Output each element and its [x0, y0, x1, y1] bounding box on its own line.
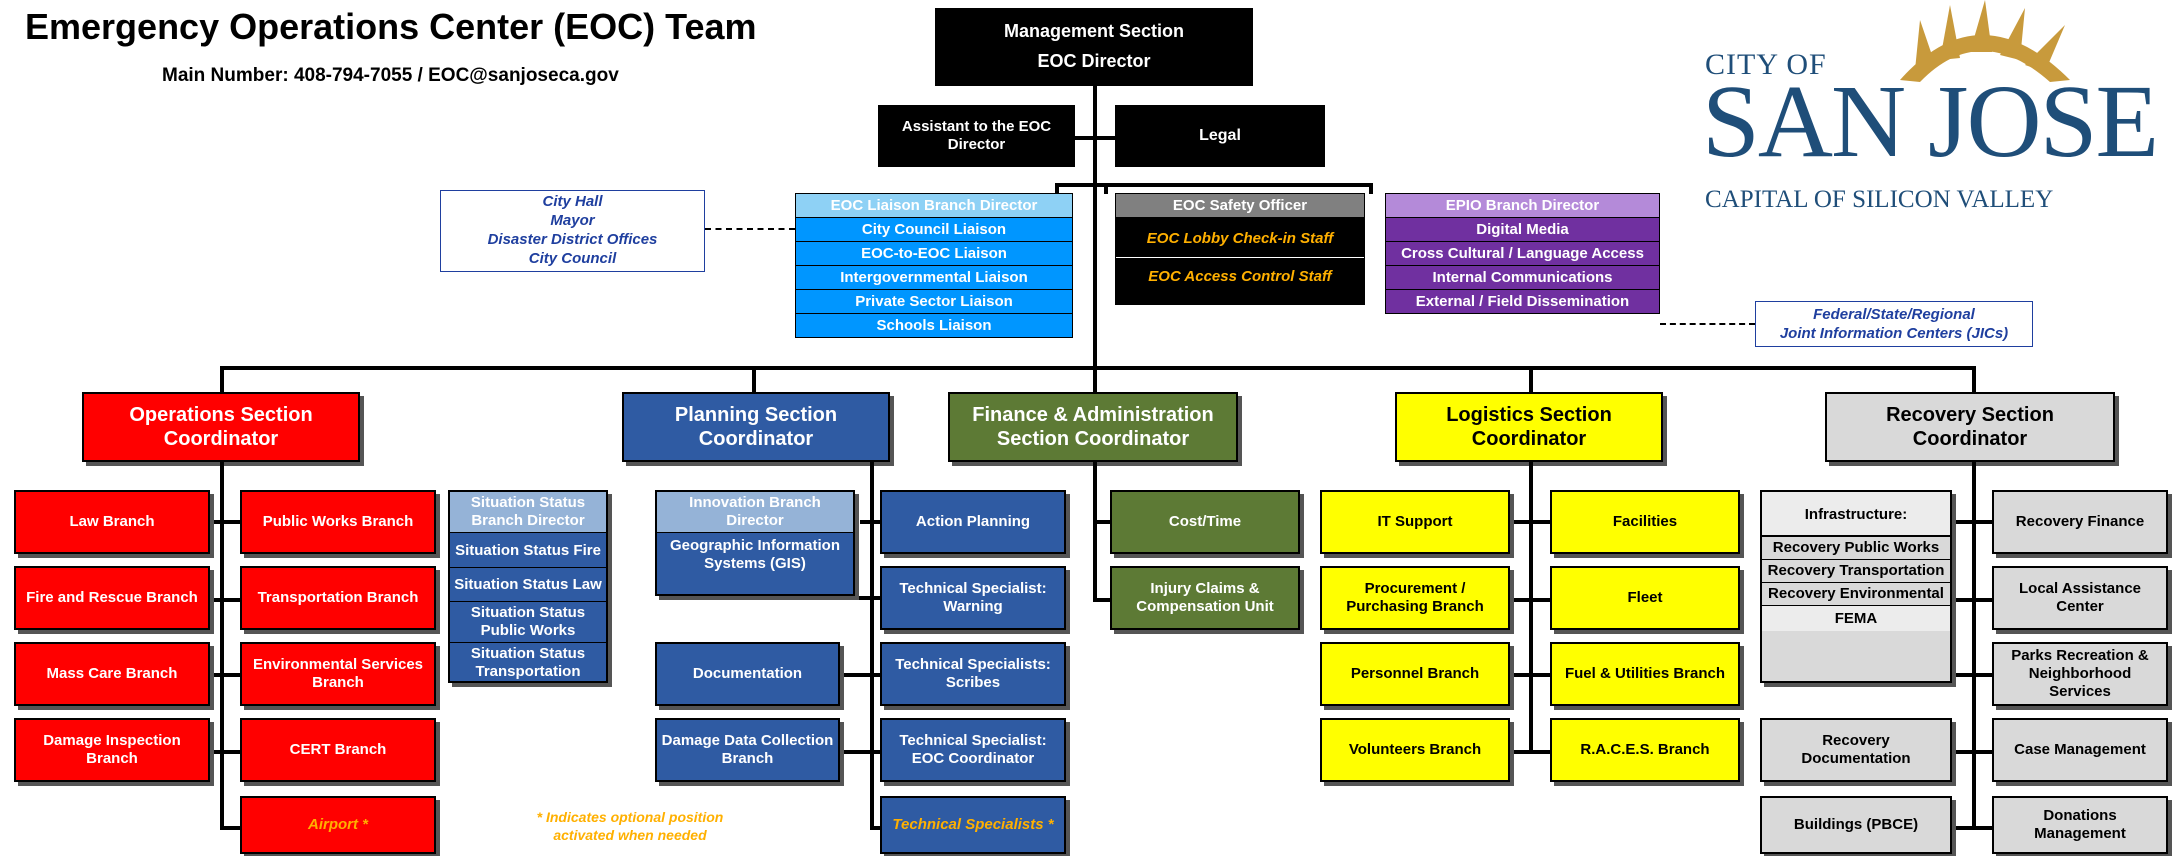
- logistics-left-box: Volunteers Branch: [1320, 718, 1510, 782]
- recovery-right-box: Parks Recreation & Neighborhood Services: [1992, 642, 2168, 706]
- ops-left-branch: Mass Care Branch: [14, 642, 210, 706]
- liaison-item: EOC-to-EOC Liaison: [796, 242, 1072, 266]
- liaison-item: Private Sector Liaison: [796, 290, 1072, 314]
- finance-unit: Cost/Time: [1110, 490, 1300, 554]
- infrastructure-item: Recovery Environmental: [1762, 583, 1950, 606]
- city-hall-line: City Hall: [542, 193, 603, 210]
- planning-right-box: Technical Specialist: EOC Coordinator: [880, 718, 1066, 782]
- infrastructure-item: FEMA: [1762, 606, 1950, 631]
- city-hall-line: Disaster District Offices: [487, 231, 658, 248]
- situation-item: Situation Status Public Works: [450, 602, 606, 643]
- main-number: Main Number: 408-794-7055 / EOC@sanjosec…: [162, 65, 619, 86]
- logo-san-jose: SAN JOSE: [1702, 64, 2159, 179]
- management-section-box: Management Section EOC Director: [935, 8, 1253, 86]
- innovation-item: Geographic Information Systems (GIS): [669, 537, 840, 572]
- finance-section-coordinator: Finance & Administration Section Coordin…: [948, 392, 1238, 462]
- safety-item: EOC Access Control Staff: [1148, 268, 1332, 285]
- jic-box: Federal/State/Regional Joint Information…: [1755, 301, 2033, 347]
- recovery-right-box: Local Assistance Center: [1992, 566, 2168, 630]
- eoc-director: EOC Director: [1037, 51, 1151, 71]
- situation-item: Situation Status Law: [450, 568, 606, 602]
- city-hall-line: City Council: [528, 250, 617, 267]
- liaison-item: City Council Liaison: [796, 218, 1072, 242]
- recovery-section-coordinator: Recovery Section Coordinator: [1825, 392, 2115, 462]
- recovery-right-box: Case Management: [1992, 718, 2168, 782]
- logistics-left-box: Procurement / Purchasing Branch: [1320, 566, 1510, 630]
- city-hall-line: Mayor: [550, 212, 595, 229]
- recovery-left-box: Recovery Documentation: [1760, 718, 1952, 782]
- logistics-right-box: Facilities: [1550, 490, 1740, 554]
- planning-right-box: Action Planning: [880, 490, 1066, 554]
- recovery-right-box: Donations Management: [1992, 796, 2168, 854]
- documentation-box: Documentation: [655, 642, 840, 706]
- logistics-section-coordinator: Logistics Section Coordinator: [1395, 392, 1663, 462]
- situation-item: Situation Status Transportation: [470, 645, 586, 680]
- situation-header: Situation Status Branch Director: [450, 492, 606, 533]
- planning-right-box: Technical Specialists: Scribes: [880, 642, 1066, 706]
- jic-line: Federal/State/Regional: [1813, 306, 1975, 323]
- technical-specialists-optional: Technical Specialists *: [880, 796, 1066, 854]
- infrastructure-item: Recovery Public Works: [1762, 537, 1950, 560]
- liaison-branch: EOC Liaison Branch Director City Council…: [795, 193, 1073, 338]
- logo-tagline: CAPITAL OF SILICON VALLEY: [1705, 186, 2054, 213]
- innovation-header: Innovation Branch Director: [657, 492, 853, 533]
- ops-left-branch: Law Branch: [14, 490, 210, 554]
- ops-right-branch: Transportation Branch: [240, 566, 436, 630]
- infrastructure-item: Recovery Transportation: [1762, 560, 1950, 583]
- logistics-right-box: R.A.C.E.S. Branch: [1550, 718, 1740, 782]
- ops-right-branch: Public Works Branch: [240, 490, 436, 554]
- jic-line: Joint Information Centers (JICs): [1779, 325, 2009, 342]
- logistics-left-box: Personnel Branch: [1320, 642, 1510, 706]
- city-logo: CITY OF SAN JOSE CAPITAL OF SILICON VALL…: [1690, 0, 2175, 230]
- optional-position-note: * Indicates optional position activated …: [536, 809, 724, 843]
- ops-left-branch: Damage Inspection Branch: [14, 718, 210, 782]
- ops-airport-branch: Airport *: [240, 796, 436, 854]
- ops-right-branch: Environmental Services Branch: [240, 642, 436, 706]
- damage-data-collection-box: Damage Data Collection Branch: [655, 718, 840, 782]
- liaison-item: Intergovernmental Liaison: [796, 266, 1072, 290]
- planning-section-coordinator: Planning Section Coordinator: [622, 392, 890, 462]
- liaison-header: EOC Liaison Branch Director: [796, 194, 1072, 218]
- infrastructure-header: Infrastructure:: [1762, 492, 1950, 537]
- legal-box: Legal: [1115, 105, 1325, 167]
- safety-item: EOC Lobby Check-in Staff: [1116, 218, 1364, 258]
- situation-status-branch: Situation Status Branch Director Situati…: [448, 490, 608, 683]
- management-title: Management Section: [1003, 21, 1185, 42]
- ops-right-branch: CERT Branch: [240, 718, 436, 782]
- recovery-right-box: Recovery Finance: [1992, 490, 2168, 554]
- recovery-left-box: Buildings (PBCE): [1760, 796, 1952, 854]
- page-title: Emergency Operations Center (EOC) Team: [25, 6, 757, 47]
- innovation-branch: Innovation Branch Director Geographic In…: [655, 490, 855, 596]
- epio-item: Cross Cultural / Language Access: [1386, 242, 1659, 266]
- city-hall-box: City Hall Mayor Disaster District Office…: [440, 190, 705, 272]
- epio-item: External / Field Dissemination: [1415, 293, 1630, 310]
- epio-header: EPIO Branch Director: [1386, 194, 1659, 218]
- assistant-to-director-box: Assistant to the EOC Director: [878, 105, 1075, 167]
- epio-branch: EPIO Branch Director Digital Media Cross…: [1385, 193, 1660, 314]
- safety-officer-branch: EOC Safety Officer EOC Lobby Check-in St…: [1115, 193, 1365, 305]
- epio-item: Internal Communications: [1386, 266, 1659, 290]
- epio-item: Digital Media: [1386, 218, 1659, 242]
- logistics-right-box: Fleet: [1550, 566, 1740, 630]
- infrastructure-group: Infrastructure: Recovery Public Works Re…: [1760, 490, 1952, 683]
- logistics-right-box: Fuel & Utilities Branch: [1550, 642, 1740, 706]
- logistics-left-box: IT Support: [1320, 490, 1510, 554]
- finance-unit: Injury Claims & Compensation Unit: [1110, 566, 1300, 630]
- planning-right-box: Technical Specialist: Warning: [880, 566, 1066, 630]
- operations-section-coordinator: Operations Section Coordinator: [82, 392, 360, 462]
- logo-city-of: CITY OF: [1705, 48, 1827, 81]
- sun-logo-icon: [1900, 0, 2070, 82]
- situation-item: Situation Status Fire: [450, 533, 606, 568]
- ops-left-branch: Fire and Rescue Branch: [14, 566, 210, 630]
- safety-header: EOC Safety Officer: [1116, 194, 1364, 218]
- liaison-item: Schools Liaison: [796, 314, 1072, 337]
